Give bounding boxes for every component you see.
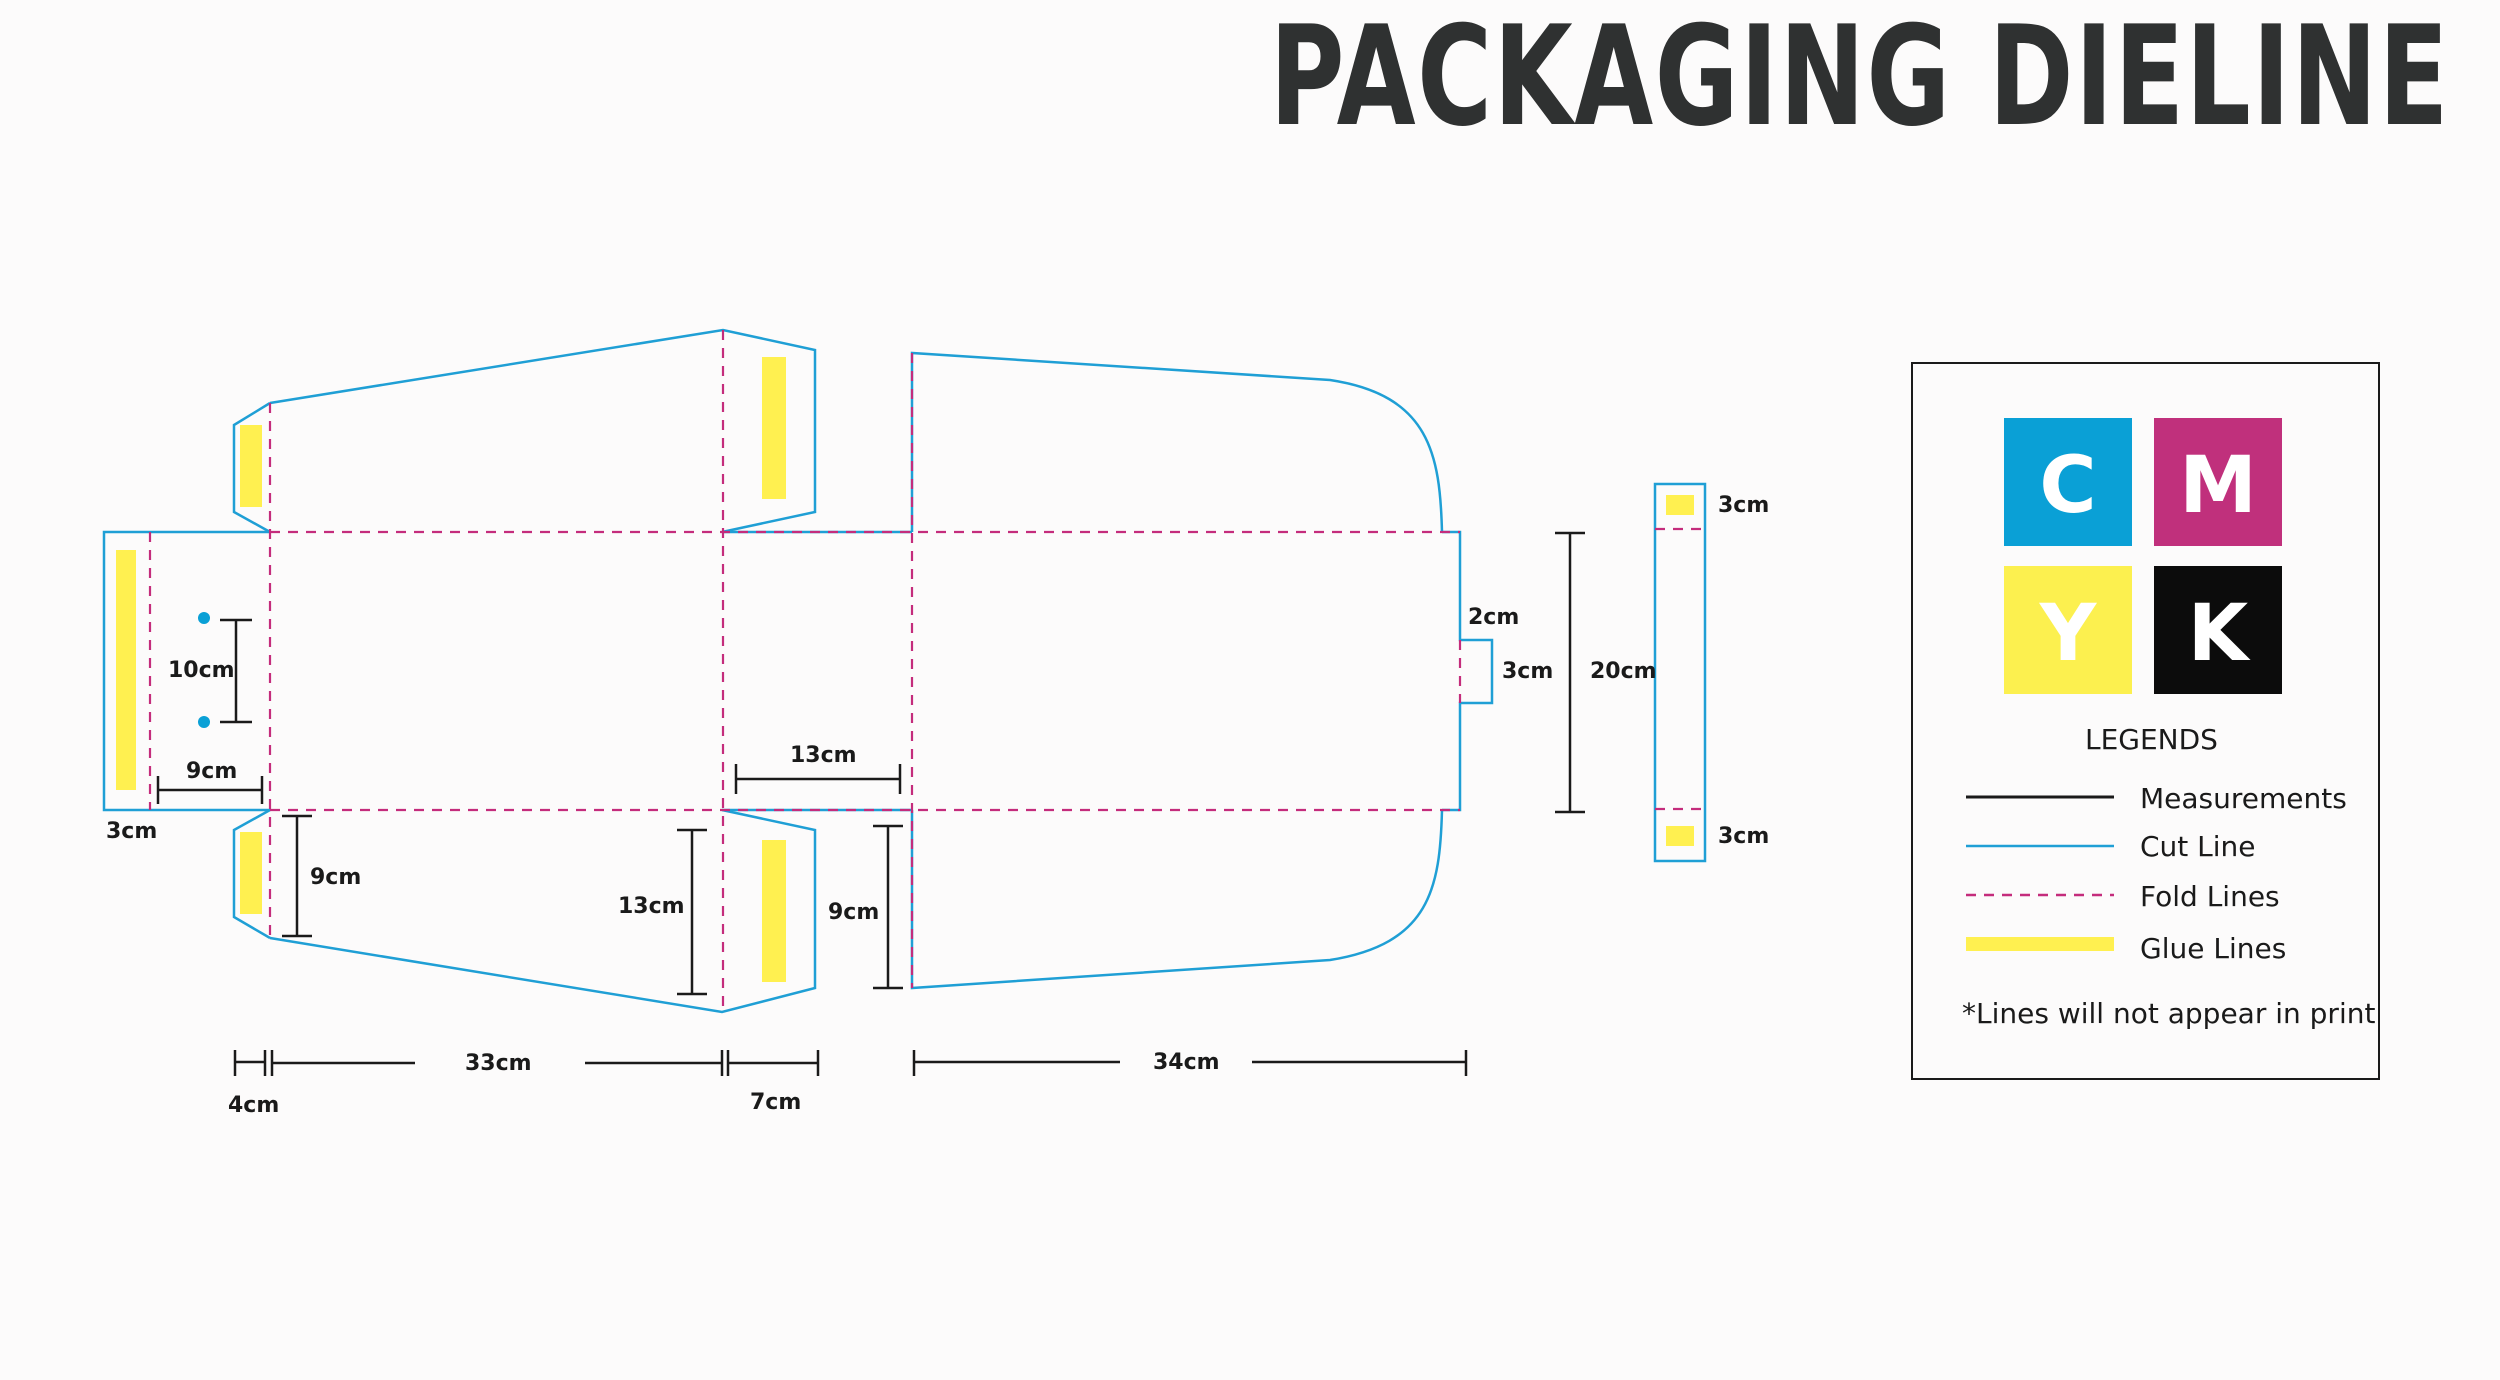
cut-lines <box>102 328 1707 1014</box>
legend-note: *Lines will not appear in print <box>1962 997 2375 1030</box>
legend-panel: C M Y K LEGENDS Measurements Cut Line Fo… <box>1911 362 2380 1080</box>
glue-bottom-right-flap <box>762 840 786 982</box>
legend-item-glue: Glue Lines <box>2140 932 2286 965</box>
label-tab-3cm: 3cm <box>1502 659 1553 684</box>
label-bottom-4cm: 4cm <box>228 1093 279 1118</box>
measurement-lines <box>156 531 1585 1076</box>
cmyk-cyan-swatch <box>2004 418 2132 546</box>
cmyk-black-swatch <box>2154 566 2282 694</box>
cut-right-edge <box>1442 530 1494 812</box>
holes <box>198 612 210 728</box>
cut-large-bottom-flap <box>910 809 1444 990</box>
page-title: PACKAGING DIELINE <box>1269 0 2450 157</box>
cut-bottom-panel <box>269 808 817 1014</box>
cmyk-yellow-swatch <box>2004 566 2132 694</box>
label-strip-bottom-3cm: 3cm <box>1718 824 1769 849</box>
cmyk-letter-m: M <box>2179 441 2257 531</box>
cut-side-strip <box>1653 482 1707 863</box>
glue-left-flap <box>116 550 136 790</box>
label-mid-13cm: 13cm <box>790 743 857 768</box>
legend-item-cut: Cut Line <box>2140 830 2256 863</box>
label-right-9cm: 9cm <box>828 900 879 925</box>
fold-lines <box>148 330 1705 1012</box>
cut-top-panel <box>269 328 817 534</box>
measurement-labels: 3cm 10cm 9cm 9cm 13cm 13cm 9cm 2cm 3cm 2… <box>106 493 1769 1118</box>
legend-item-fold: Fold Lines <box>2140 880 2280 913</box>
label-bottom-7cm: 7cm <box>750 1090 801 1115</box>
label-tab-2cm: 2cm <box>1468 605 1519 630</box>
label-height-20cm: 20cm <box>1590 659 1657 684</box>
hole-top <box>198 612 210 624</box>
label-flap-9cm: 9cm <box>186 759 237 784</box>
glue-strip-bottom <box>1666 826 1694 846</box>
label-bottom-33cm: 33cm <box>465 1051 532 1076</box>
cut-bottom-left-flap <box>232 808 271 940</box>
cut-large-top-flap <box>910 351 1444 533</box>
cmyk-letter-k: K <box>2188 589 2251 679</box>
glue-top-right-flap <box>762 357 786 499</box>
cmyk-letter-c: C <box>2039 441 2096 531</box>
label-bottom-34cm: 34cm <box>1153 1050 1220 1075</box>
cmyk-letter-y: Y <box>2039 589 2098 679</box>
legend-border <box>1911 362 2380 1080</box>
legend-item-measurements: Measurements <box>2140 782 2347 815</box>
cmyk-magenta-swatch <box>2154 418 2282 546</box>
label-side-13cm: 13cm <box>618 894 685 919</box>
label-side-9cm: 9cm <box>310 865 361 890</box>
legend-heading: LEGENDS <box>2085 723 2218 756</box>
cut-left-flap <box>102 530 270 812</box>
glue-areas <box>116 357 1694 982</box>
hole-bottom <box>198 716 210 728</box>
glue-top-left-flap <box>240 425 262 507</box>
glue-bottom-left-flap <box>240 832 262 914</box>
label-holes-10cm: 10cm <box>168 658 235 683</box>
label-flap-3cm: 3cm <box>106 819 157 844</box>
cut-top-left-flap <box>232 401 271 534</box>
label-strip-top-3cm: 3cm <box>1718 493 1769 518</box>
glue-strip-top <box>1666 495 1694 515</box>
